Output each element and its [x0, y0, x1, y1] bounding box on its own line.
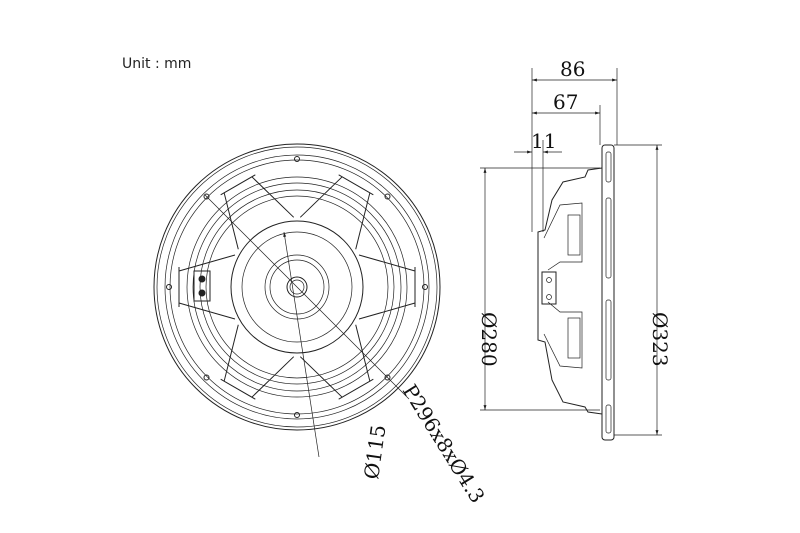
- body-depth-label: 67: [553, 90, 578, 114]
- basket-spokes: [178, 174, 416, 400]
- total-depth-label: 86: [560, 57, 585, 81]
- mounting-hole: [294, 156, 300, 162]
- mounting-hole: [384, 374, 391, 381]
- basket-spoke: [178, 254, 236, 320]
- mounting-holes: [166, 156, 428, 418]
- terminal-block: [193, 270, 211, 302]
- bolt-pattern-label: P296x8xØ4.3: [398, 380, 490, 507]
- outer-diameter-label: Ø323: [648, 312, 672, 367]
- mounting-hole: [203, 374, 210, 381]
- basket-spoke: [220, 324, 295, 400]
- basket-spoke: [299, 324, 374, 400]
- mounting-hole: [422, 284, 428, 290]
- basket-spoke: [358, 254, 416, 320]
- mounting-hole: [203, 193, 210, 200]
- front-view: [153, 143, 441, 458]
- magnet-diameter-label: Ø115: [359, 423, 390, 480]
- basket-spoke: [220, 174, 295, 250]
- rear-offset-label: 11: [531, 129, 556, 153]
- baffle-cutout-label: Ø280: [477, 312, 501, 367]
- dimension-lines: [480, 68, 662, 436]
- side-view: [537, 144, 615, 441]
- mounting-hole: [294, 412, 300, 418]
- mounting-hole: [166, 284, 172, 290]
- unit-label: Unit : mm: [122, 56, 192, 72]
- mounting-hole: [384, 193, 391, 200]
- basket-spoke: [299, 174, 374, 250]
